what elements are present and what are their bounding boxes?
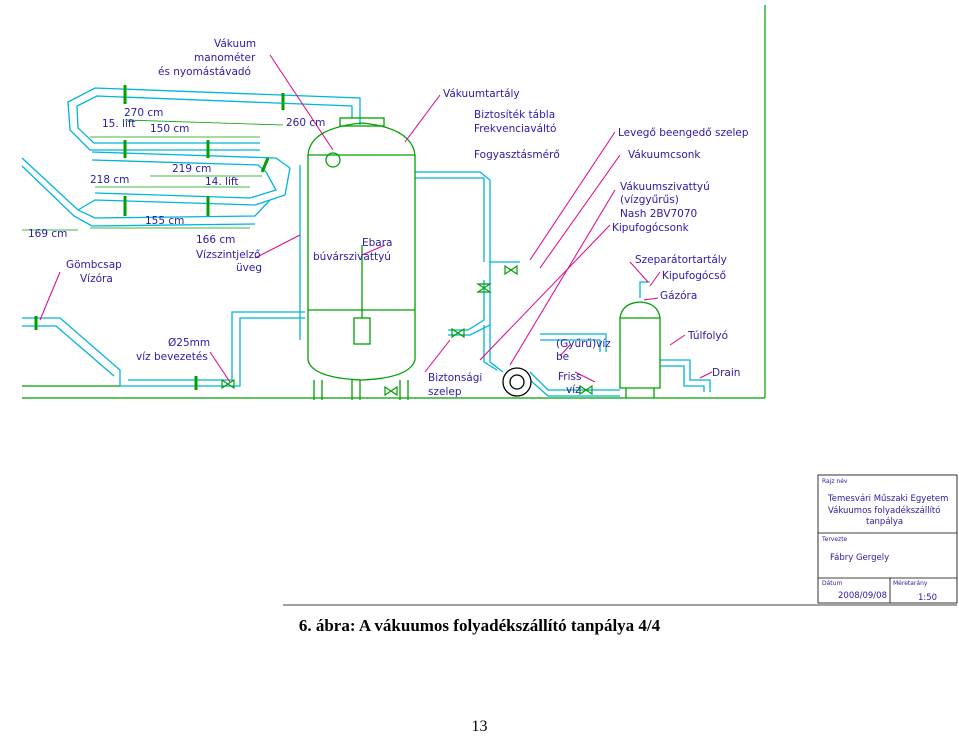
tb-title-1: Vákuumos folyadékszállító xyxy=(828,505,940,516)
drawing-frame xyxy=(22,5,766,399)
label-vizgyurus: (vízgyűrűs) xyxy=(620,194,679,206)
label-gazora: Gázóra xyxy=(660,290,697,302)
dimension-lines xyxy=(22,119,284,231)
label-vizora: Vízóra xyxy=(80,273,113,285)
dim-155: 155 cm xyxy=(145,215,184,227)
label-vakuumtartaly: Vákuumtartály xyxy=(443,88,520,100)
label-buvarszivattyu: búvárszivattyú xyxy=(313,251,391,263)
label-ebara: Ebara xyxy=(362,237,393,249)
label-fogyasztasmero: Fogyasztásmérő xyxy=(474,149,560,161)
vacuum-pump xyxy=(502,367,532,397)
tb-rajz-nev-label: Rajz név xyxy=(822,478,848,485)
label-nyomastavado: és nyomástávadó xyxy=(158,66,251,78)
dim-270: 270 cm xyxy=(124,107,163,119)
label-manometer: manométer xyxy=(194,52,256,64)
figure-caption: 6. ábra: A vákuumos folyadékszállító tan… xyxy=(298,616,661,635)
tb-university: Temesvári Műszaki Egyetem xyxy=(827,494,948,504)
label-kipufogocso: Kipufogócső xyxy=(662,270,726,282)
label-vizszintjelzo: Vízszintjelző xyxy=(196,249,261,261)
label-25mm: Ø25mm xyxy=(168,337,210,349)
label-biztositek: Biztosíték tábla xyxy=(474,109,555,121)
label-friss: Friss xyxy=(558,371,581,383)
tb-tervezte-label: Tervezte xyxy=(821,536,848,543)
label-lift15: 15. lift xyxy=(102,118,136,130)
label-szeparatortartaly: Szeparátortartály xyxy=(635,254,727,266)
label-kipufogocsonk: Kipufogócsonk xyxy=(612,222,690,234)
label-uveg: üveg xyxy=(236,262,262,274)
page-number: 13 xyxy=(471,718,488,735)
dim-150: 150 cm xyxy=(150,123,189,135)
dim-260: 260 cm xyxy=(286,117,325,129)
dim-218: 218 cm xyxy=(90,174,129,186)
vacuum-tank xyxy=(299,117,416,400)
label-szelep: szelep xyxy=(428,386,462,398)
valves xyxy=(221,264,593,397)
label-lift14: 14. lift xyxy=(205,176,239,188)
label-gyuru-be: be xyxy=(556,351,569,363)
leader-lines xyxy=(39,54,713,383)
label-vakuum: Vákuum xyxy=(214,38,256,50)
tb-designer: Fábry Gergely xyxy=(830,553,889,563)
pipe-clamps xyxy=(34,85,285,390)
label-gyuru-viz: (Gyűrű)víz xyxy=(556,338,611,350)
label-biztonsagi: Biztonsági xyxy=(428,372,482,384)
label-vakuumcsonk: Vákuumcsonk xyxy=(628,149,701,161)
label-levego-szelep: Levegő beengedő szelep xyxy=(618,127,749,139)
tb-datum-label: Dátum xyxy=(822,580,842,587)
label-vakuumszivattyu: Vákuumszivattyú xyxy=(620,181,710,193)
label-gombcsap: Gömbcsap xyxy=(66,259,122,271)
dim-219: 219 cm xyxy=(172,163,211,175)
labels: Vákuum manométer és nyomástávadó Vákuumt… xyxy=(28,38,749,398)
label-viz-bevezetes: víz bevezetés xyxy=(136,351,208,363)
label-tulfolyo: Túlfolyó xyxy=(687,330,728,342)
pipe-loops xyxy=(21,87,711,397)
tb-title-2: tanpálya xyxy=(866,517,903,527)
tb-meretarany-label: Méretarány xyxy=(893,580,928,587)
label-viz: víz xyxy=(566,384,581,396)
dim-166: 166 cm xyxy=(196,234,235,246)
label-nash: Nash 2BV7070 xyxy=(620,208,697,220)
label-drain: Drain xyxy=(712,367,740,379)
dim-169: 169 cm xyxy=(28,228,67,240)
title-block: Rajz név Temesvári Műszaki Egyetem Vákuu… xyxy=(817,474,958,604)
tb-scale: 1:50 xyxy=(918,593,937,603)
label-frekvenciavalto: Frekvenciaváltó xyxy=(474,123,556,135)
separator-tank xyxy=(619,301,661,398)
tb-date: 2008/09/08 xyxy=(838,591,887,601)
